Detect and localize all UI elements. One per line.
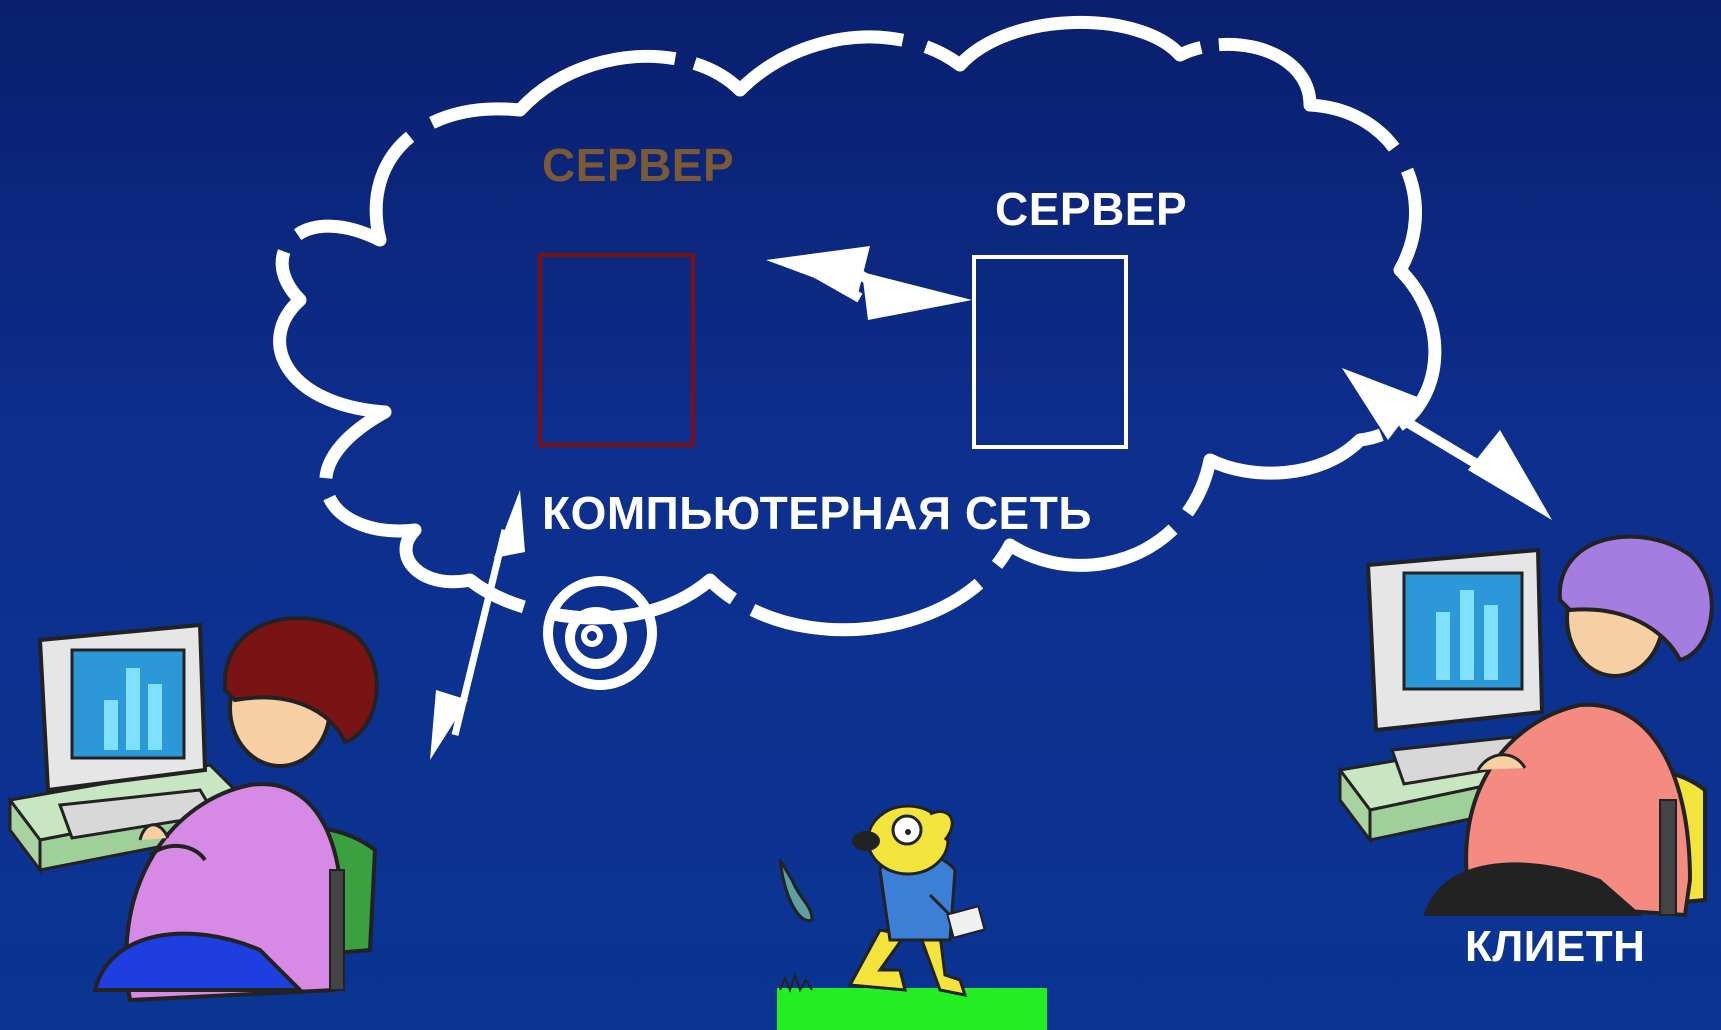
server-left-box — [538, 253, 695, 447]
client-right-arrow — [1342, 368, 1552, 520]
server-left-label: СЕРВЕР — [542, 139, 735, 191]
server-right-label: СЕРВЕР — [995, 183, 1188, 235]
network-label: КОМПЬЮТЕРНАЯ СЕТЬ — [542, 487, 1092, 539]
client-label: КЛИЕТН — [1465, 922, 1646, 971]
client-left-arrow — [430, 490, 525, 760]
spiral-icon — [543, 576, 657, 690]
walking-dog-icon — [777, 804, 1047, 1030]
network-cloud-icon — [273, 15, 1442, 637]
server-right-box — [972, 255, 1128, 449]
woman-at-computer-icon-right — [1337, 534, 1714, 918]
server-link-arrow — [766, 246, 972, 320]
woman-at-computer-icon-left — [7, 616, 379, 1003]
